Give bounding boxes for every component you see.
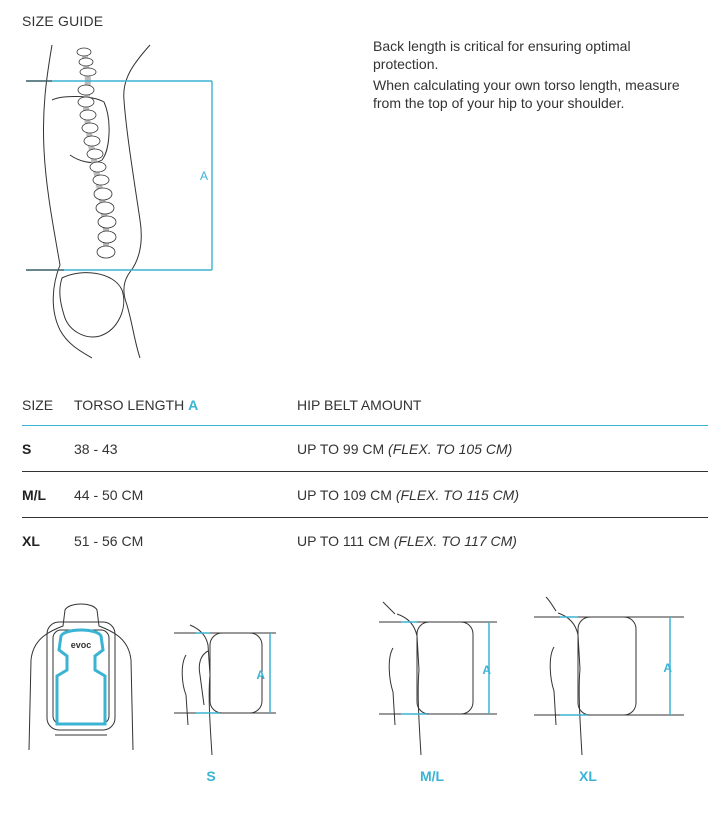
- torso-cell: 51 - 56 CM: [74, 532, 144, 549]
- figure-label-s: S: [206, 768, 216, 784]
- page-title: SIZE GUIDE: [22, 13, 104, 29]
- table-row: M/L 44 - 50 CM UP TO 109 CM (FLEX. TO 11…: [22, 471, 708, 518]
- hip-cell: UP TO 111 CM (FLEX. TO 117 CM): [297, 518, 708, 564]
- intro-line-1: Back length is critical for ensuring opt…: [373, 38, 631, 72]
- size-cell: S: [22, 425, 74, 472]
- figure-xl-marker: A: [663, 661, 672, 675]
- torso-cell: 38 - 43: [74, 425, 297, 472]
- size-table: SIZE TORSO LENGTH A HIP BELT AMOUNT S 38…: [22, 387, 708, 563]
- figure-s-marker: A: [256, 668, 265, 682]
- hip-value: UP TO 99 CM: [297, 440, 389, 457]
- flex-value: (FLEX. TO 115 CM): [395, 486, 520, 503]
- backpack-rear-figure: evoc: [28, 603, 134, 750]
- table-header-row: SIZE TORSO LENGTH A HIP BELT AMOUNT: [22, 387, 708, 426]
- table-row: S 38 - 43 UP TO 99 CM (FLEX. TO 105 CM): [22, 425, 708, 472]
- hip-cell: UP TO 99 CM (FLEX. TO 105 CM): [297, 425, 708, 472]
- size-cell: XL: [22, 532, 40, 549]
- header-size: SIZE: [22, 387, 74, 426]
- figure-s: A: [174, 624, 276, 755]
- header-hip: HIP BELT AMOUNT: [297, 387, 708, 426]
- header-torso-marker: A: [188, 397, 199, 413]
- evoc-logo: evoc: [71, 640, 92, 650]
- figure-label-xl: XL: [579, 768, 597, 784]
- table-row: XL 51 - 56 CM UP TO 111 CM (FLEX. TO 117…: [22, 518, 708, 564]
- intro-text: Back length is critical for ensuring opt…: [373, 37, 693, 115]
- figure-ml: A: [379, 601, 497, 755]
- flex-value: (FLEX. TO 117 CM): [393, 532, 517, 549]
- marker-a: A: [200, 169, 208, 183]
- header-torso: TORSO LENGTH A: [74, 387, 297, 426]
- figure-label-ml: M/L: [419, 768, 445, 784]
- hip-cell: UP TO 109 CM (FLEX. TO 115 CM): [297, 471, 708, 518]
- flex-value: (FLEX. TO 105 CM): [388, 440, 513, 457]
- header-torso-label: TORSO LENGTH: [74, 397, 189, 413]
- spine-diagram: A: [26, 44, 213, 359]
- torso-cell: 44 - 50 CM: [74, 471, 297, 518]
- figure-ml-marker: A: [482, 663, 491, 677]
- size-cell: M/L: [22, 471, 74, 518]
- hip-value: UP TO 111 CM: [297, 532, 394, 549]
- figure-xl: A: [534, 596, 684, 755]
- intro-line-2: When calculating your own torso length, …: [373, 77, 680, 111]
- hip-value: UP TO 109 CM: [297, 486, 396, 503]
